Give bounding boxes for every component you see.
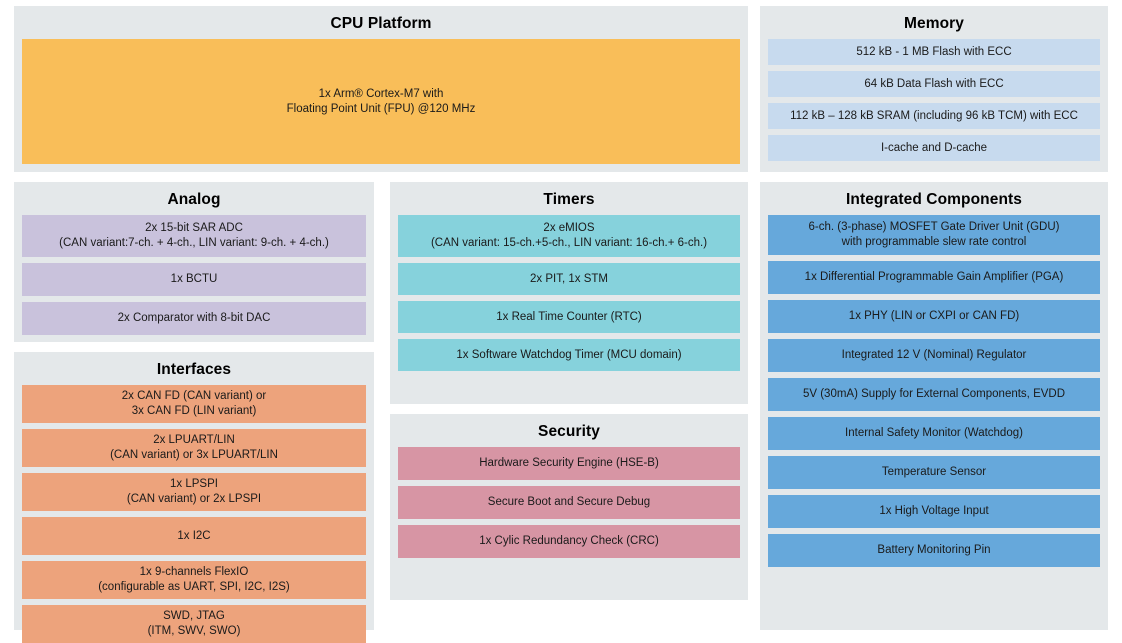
interfaces-item: 1x I2C	[22, 517, 366, 556]
security-item: Secure Boot and Secure Debug	[398, 486, 740, 520]
analog-item: 2x Comparator with 8-bit DAC	[22, 302, 366, 336]
panel-timers: Timers 2x eMIOS (CAN variant: 15-ch.+5-c…	[390, 182, 748, 404]
panel-integrated-components: Integrated Components 6-ch. (3-phase) MO…	[760, 182, 1108, 630]
integrated-component-item: Internal Safety Monitor (Watchdog)	[768, 417, 1100, 451]
timers-item: 2x PIT, 1x STM	[398, 263, 740, 296]
panel-title-timers: Timers	[543, 191, 595, 208]
memory-items: 512 kB - 1 MB Flash with ECC 64 kB Data …	[768, 39, 1100, 164]
interfaces-item: 1x 9-channels FlexIO (configurable as UA…	[22, 561, 366, 600]
memory-item: 112 kB – 128 kB SRAM (including 96 kB TC…	[768, 103, 1100, 130]
panel-title-memory: Memory	[903, 15, 965, 32]
security-item: 1x Cylic Redundancy Check (CRC)	[398, 525, 740, 559]
timers-item: 2x eMIOS (CAN variant: 15-ch.+5-ch., LIN…	[398, 215, 740, 258]
panel-interfaces: Interfaces 2x CAN FD (CAN variant) or 3x…	[14, 352, 374, 643]
integrated-component-item: 5V (30mA) Supply for External Components…	[768, 378, 1100, 412]
interfaces-item: 2x LPUART/LIN (CAN variant) or 3x LPUART…	[22, 429, 366, 468]
memory-item: I-cache and D-cache	[768, 135, 1100, 162]
cpu-core-block: 1x Arm® Cortex-M7 with Floating Point Un…	[22, 39, 740, 164]
integrated-component-item: 6-ch. (3-phase) MOSFET Gate Driver Unit …	[768, 215, 1100, 256]
timers-item: 1x Real Time Counter (RTC)	[398, 301, 740, 334]
panel-title-analog: Analog	[167, 191, 221, 208]
panel-title-integrated-components: Integrated Components	[845, 191, 1023, 208]
right-column: Memory 512 kB - 1 MB Flash with ECC 64 k…	[760, 6, 1108, 630]
integrated-component-item: Battery Monitoring Pin	[768, 534, 1100, 568]
panel-security: Security Hardware Security Engine (HSE-B…	[390, 414, 748, 600]
interfaces-item: SWD, JTAG (ITM, SWV, SWO)	[22, 605, 366, 643]
integrated-components-items: 6-ch. (3-phase) MOSFET Gate Driver Unit …	[768, 215, 1100, 622]
analog-item: 2x 15-bit SAR ADC (CAN variant:7-ch. + 4…	[22, 215, 366, 258]
mcu-block-diagram: CPU Platform 1x Arm® Cortex-M7 with Floa…	[14, 6, 1108, 643]
timers-item: 1x Software Watchdog Timer (MCU domain)	[398, 339, 740, 372]
interfaces-item: 2x CAN FD (CAN variant) or 3x CAN FD (LI…	[22, 385, 366, 424]
integrated-component-item: 1x Differential Programmable Gain Amplif…	[768, 261, 1100, 295]
panel-title-interfaces: Interfaces	[156, 361, 232, 378]
integrated-component-item: Temperature Sensor	[768, 456, 1100, 490]
panel-title-security: Security	[538, 423, 600, 440]
analog-items: 2x 15-bit SAR ADC (CAN variant:7-ch. + 4…	[22, 215, 366, 336]
panel-cpu-platform: CPU Platform 1x Arm® Cortex-M7 with Floa…	[14, 6, 748, 172]
cpu-platform-items: 1x Arm® Cortex-M7 with Floating Point Un…	[22, 39, 740, 164]
memory-item: 512 kB - 1 MB Flash with ECC	[768, 39, 1100, 66]
interfaces-item: 1x LPSPI (CAN variant) or 2x LPSPI	[22, 473, 366, 512]
security-items: Hardware Security Engine (HSE-B) Secure …	[398, 447, 740, 592]
security-item: Hardware Security Engine (HSE-B)	[398, 447, 740, 481]
integrated-component-item: Integrated 12 V (Nominal) Regulator	[768, 339, 1100, 373]
middle-column: Timers 2x eMIOS (CAN variant: 15-ch.+5-c…	[390, 182, 748, 600]
panel-analog: Analog 2x 15-bit SAR ADC (CAN variant:7-…	[14, 182, 374, 342]
timers-items: 2x eMIOS (CAN variant: 15-ch.+5-ch., LIN…	[398, 215, 740, 396]
analog-item: 1x BCTU	[22, 263, 366, 297]
panel-memory: Memory 512 kB - 1 MB Flash with ECC 64 k…	[760, 6, 1108, 172]
memory-item: 64 kB Data Flash with ECC	[768, 71, 1100, 98]
integrated-component-item: 1x High Voltage Input	[768, 495, 1100, 529]
panel-title-cpu-platform: CPU Platform	[330, 15, 432, 32]
left-column: CPU Platform 1x Arm® Cortex-M7 with Floa…	[14, 6, 748, 643]
interfaces-items: 2x CAN FD (CAN variant) or 3x CAN FD (LI…	[22, 385, 366, 643]
integrated-component-item: 1x PHY (LIN or CXPI or CAN FD)	[768, 300, 1100, 334]
